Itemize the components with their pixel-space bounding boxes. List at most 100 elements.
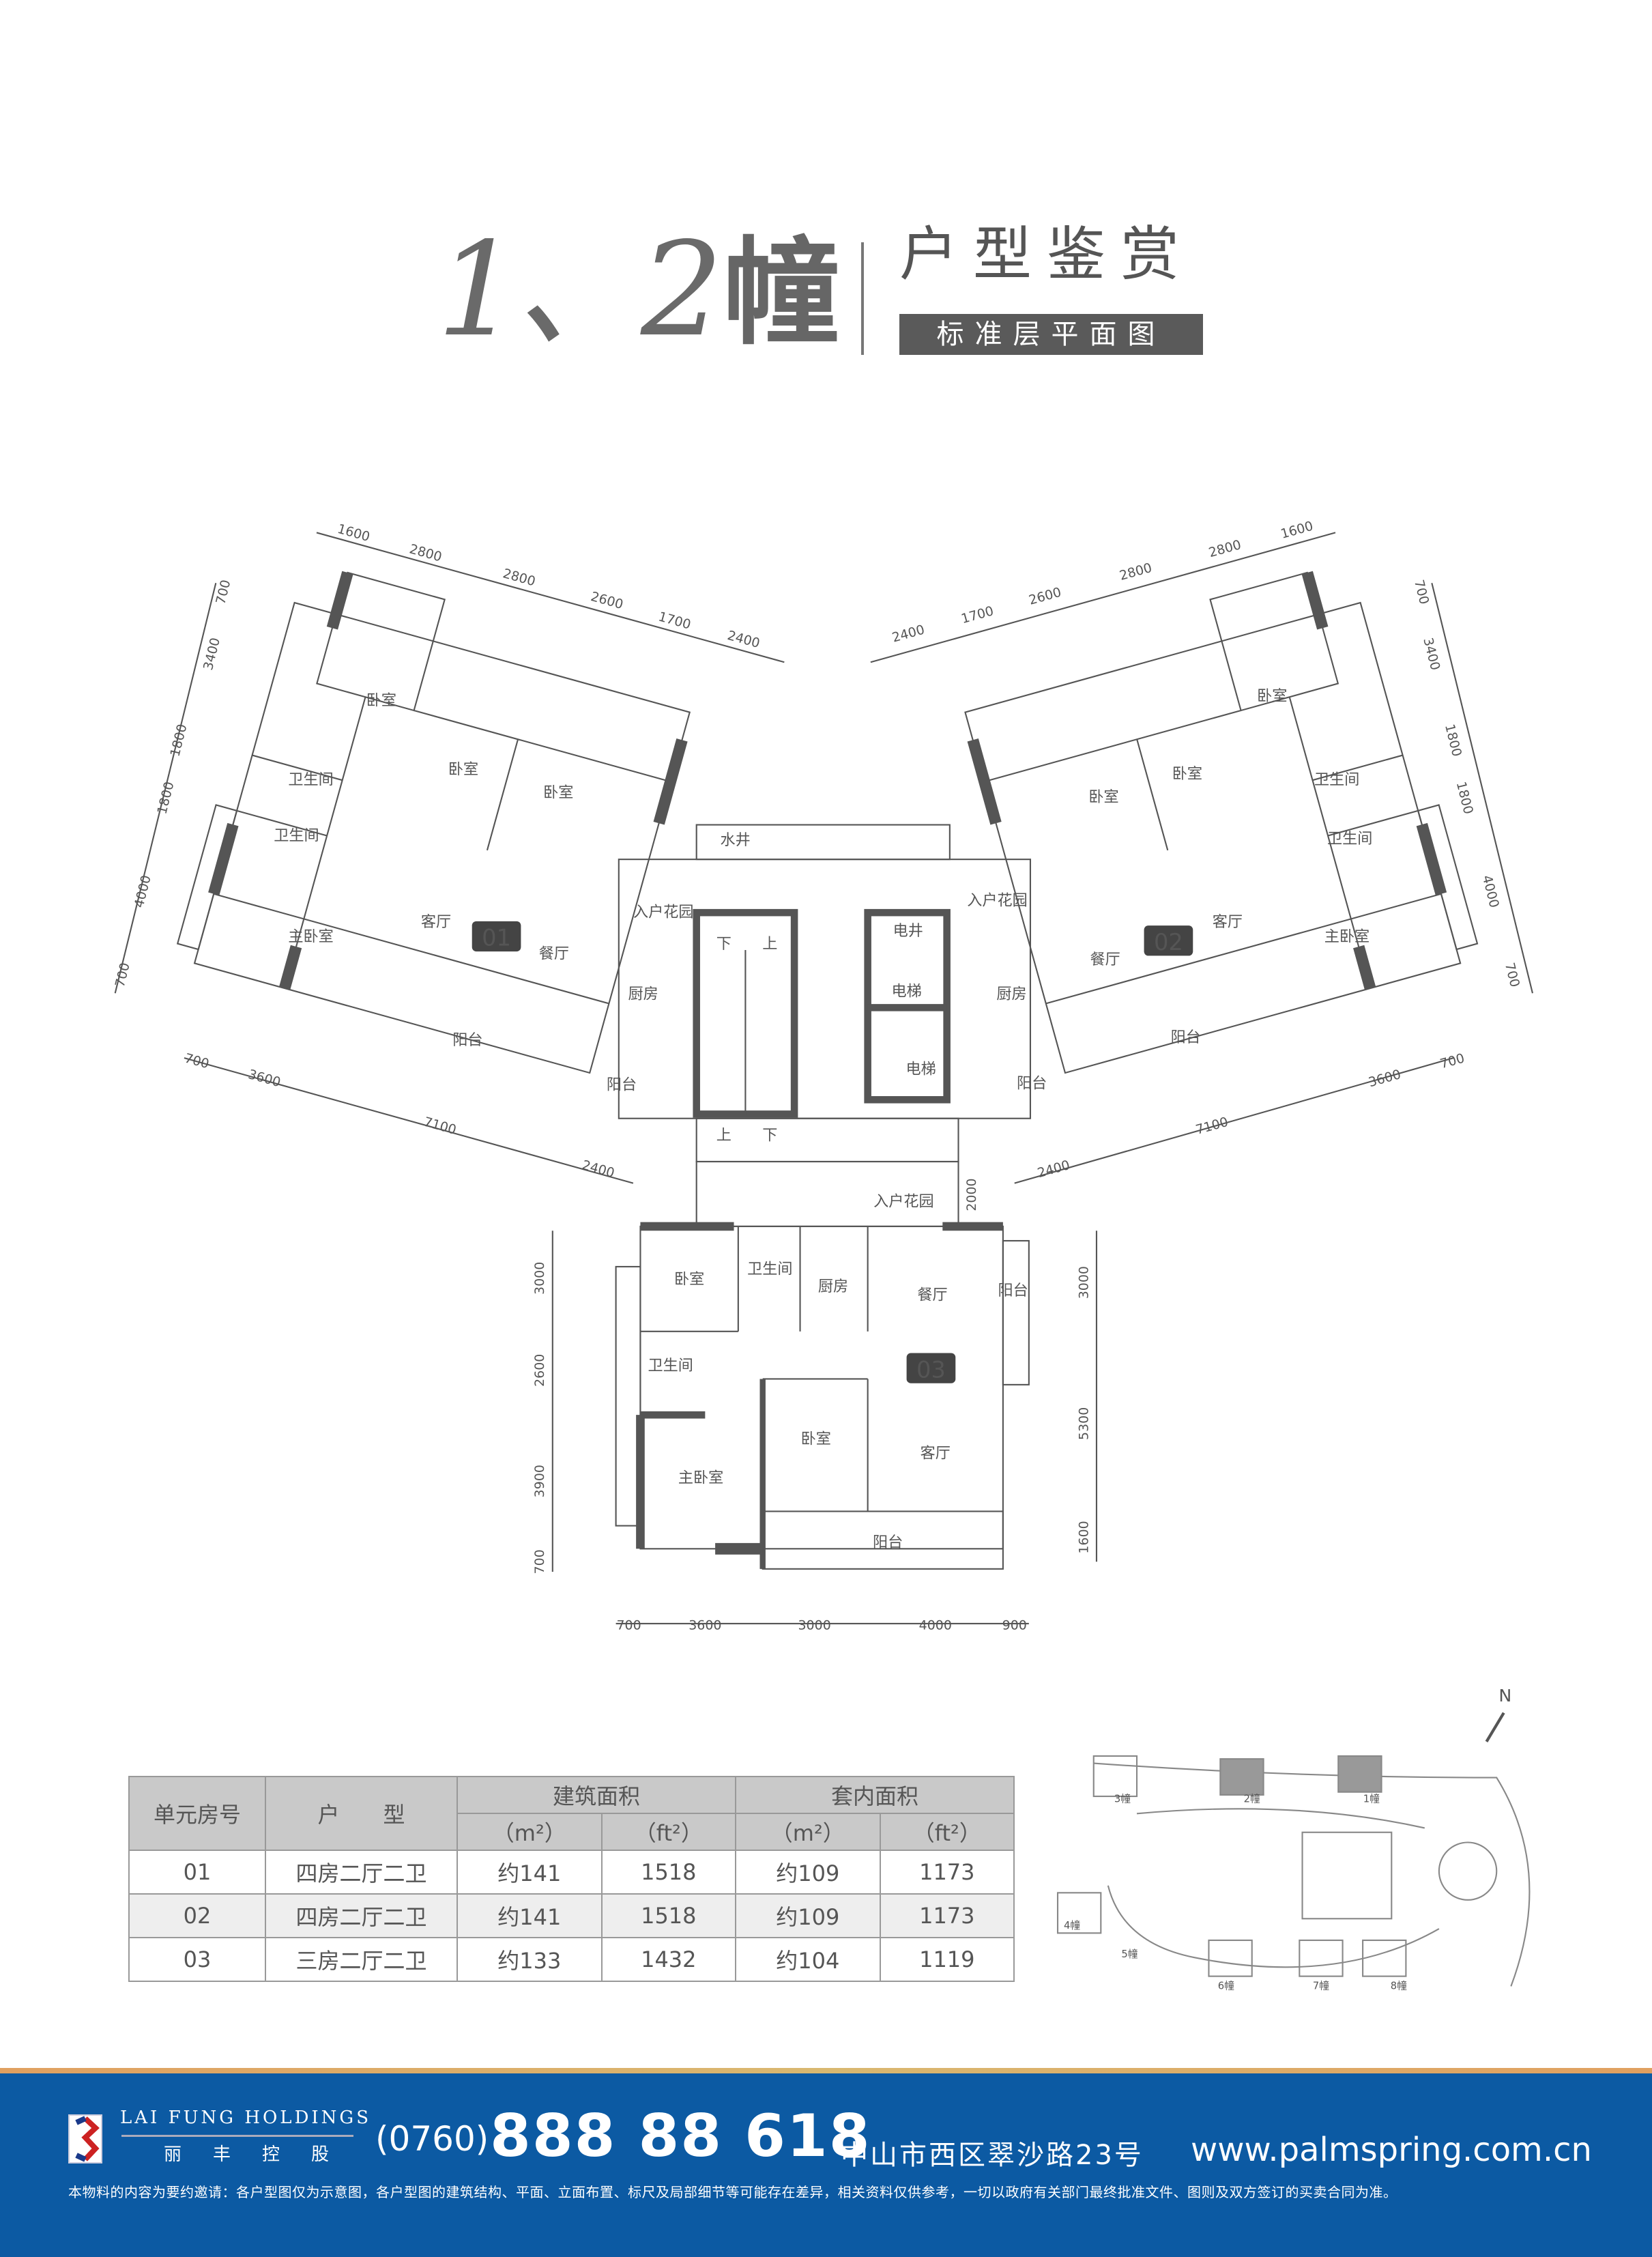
site-building-label: 3幢 bbox=[1114, 1792, 1131, 1805]
room-label: 厨房 bbox=[996, 986, 1026, 1003]
address: 中山市西区翠沙路23号 bbox=[841, 2140, 1144, 2171]
dimension-label: 3000 bbox=[1076, 1266, 1091, 1299]
room-label: 客厅 bbox=[1213, 913, 1243, 931]
room-label: 卫生间 bbox=[648, 1357, 693, 1375]
unit-badge-01-bg bbox=[472, 921, 521, 952]
cell-unit: 01 bbox=[128, 1850, 266, 1895]
cell-net_ft2: 1173 bbox=[879, 1893, 1015, 1938]
company-name-en: LAI FUNG HOLDINGS bbox=[120, 2108, 372, 2128]
company-name-cn: 丽丰控股 bbox=[164, 2144, 361, 2165]
unit-badge-03: 03 bbox=[916, 1356, 946, 1383]
dimension-label: 700 bbox=[1502, 961, 1522, 988]
unit-badge-02-bg bbox=[1144, 925, 1193, 956]
room-label: 卧室 bbox=[1172, 765, 1202, 783]
core-label: 电梯 bbox=[891, 982, 921, 1000]
dimension-label: 2800 bbox=[1118, 560, 1153, 584]
dimension-label: 4000 bbox=[132, 874, 154, 909]
dimension-label: 900 bbox=[1002, 1618, 1027, 1633]
room-label: 卫生间 bbox=[288, 771, 333, 788]
dimension-label: 1800 bbox=[155, 780, 177, 816]
room-label: 客厅 bbox=[421, 913, 451, 931]
cell-gross_ft2: 1518 bbox=[600, 1850, 736, 1895]
core-label: 下 bbox=[762, 1126, 777, 1144]
dimension-label: 3900 bbox=[532, 1465, 547, 1497]
dimension-label: 3000 bbox=[532, 1262, 547, 1295]
dimension-label: 2600 bbox=[1027, 585, 1062, 608]
phone-number: 888 88 618 bbox=[490, 2102, 871, 2170]
dimension-label: 700 bbox=[183, 1050, 211, 1072]
website-link[interactable]: www.palmspring.com.cn bbox=[1191, 2131, 1592, 2169]
dimension-label: 700 bbox=[213, 578, 233, 605]
dimension-label: 7100 bbox=[1194, 1115, 1230, 1138]
room-label: 入户花园 bbox=[967, 892, 1028, 910]
phone-area-code: (0760) bbox=[375, 2119, 489, 2159]
cell-type: 四房二厅二卫 bbox=[265, 1893, 458, 1938]
dimension-label: 1800 bbox=[167, 723, 190, 758]
room-label: 卧室 bbox=[1088, 788, 1118, 806]
room-label: 卫生间 bbox=[274, 827, 319, 845]
cell-gross_m2: 约141 bbox=[457, 1893, 603, 1938]
core-walls bbox=[618, 824, 1032, 1227]
room-label: 卧室 bbox=[366, 691, 396, 709]
dimension-label: 3000 bbox=[798, 1618, 830, 1633]
room-label: 餐厅 bbox=[1090, 951, 1120, 968]
room-label: 入户花园 bbox=[873, 1192, 934, 1210]
title-divider bbox=[861, 242, 864, 355]
dimension-label: 3600 bbox=[1367, 1067, 1402, 1090]
dimension-label: 3400 bbox=[201, 636, 223, 672]
footer bbox=[0, 2068, 1652, 2257]
dimension-label: 700 bbox=[532, 1549, 547, 1574]
cell-unit: 02 bbox=[128, 1893, 266, 1938]
col-net-m2: （m²） bbox=[734, 1813, 881, 1851]
dimension-label: 1600 bbox=[336, 521, 371, 545]
dimension-label: 2800 bbox=[1207, 537, 1243, 560]
room-label: 客厅 bbox=[921, 1444, 951, 1462]
dimension-label: 1800 bbox=[1453, 780, 1476, 816]
room-label: 卧室 bbox=[801, 1430, 831, 1448]
dimension-label: 3400 bbox=[1420, 636, 1443, 672]
room-label: 卫生间 bbox=[1327, 830, 1372, 848]
dimension-label: 2400 bbox=[890, 622, 926, 646]
col-type: 户 型 bbox=[265, 1776, 458, 1851]
unit-badge-02: 02 bbox=[1154, 929, 1183, 955]
dimension-label: 5300 bbox=[1076, 1407, 1091, 1440]
lai-fung-logo bbox=[68, 2114, 102, 2163]
cell-gross_m2: 约141 bbox=[457, 1850, 603, 1895]
dimension-label: 2600 bbox=[589, 589, 624, 612]
dimension-label: 7100 bbox=[422, 1115, 458, 1138]
room-label: 入户花园 bbox=[633, 903, 694, 921]
dimension-label: 1600 bbox=[1076, 1521, 1091, 1553]
dimension-label: 3600 bbox=[689, 1618, 721, 1633]
logo-divider bbox=[121, 2135, 353, 2137]
dimension-label: 2400 bbox=[581, 1158, 616, 1181]
page-subtitle: 户型鉴赏 bbox=[899, 220, 1194, 289]
disclaimer: 本物料的内容为要约邀请：各户型图仅为示意图，各户型图的建筑结构、平面、立面布置、… bbox=[68, 2184, 1397, 2200]
core-label: 下 bbox=[716, 935, 731, 953]
cell-gross_ft2: 1518 bbox=[600, 1893, 736, 1938]
dimension-label: 700 bbox=[113, 961, 133, 988]
dimension-label: 1600 bbox=[1279, 519, 1314, 542]
north-label: N bbox=[1498, 1686, 1511, 1706]
room-label: 厨房 bbox=[818, 1278, 848, 1295]
site-plan bbox=[1056, 1755, 1531, 1987]
room-label: 主卧室 bbox=[1324, 928, 1370, 945]
room-label: 阳台 bbox=[607, 1076, 637, 1094]
site-building-label: 5幢 bbox=[1121, 1948, 1137, 1960]
unit-03-walls bbox=[615, 1222, 1030, 1570]
room-label: 主卧室 bbox=[678, 1469, 723, 1486]
cell-type: 四房二厅二卫 bbox=[265, 1850, 458, 1895]
dimension-label: 700 bbox=[1438, 1050, 1466, 1072]
dimension-label: 2000 bbox=[964, 1178, 979, 1211]
building-number: 1、2 bbox=[437, 214, 723, 365]
site-building-label: 7幢 bbox=[1313, 1980, 1329, 1992]
unit-badge-03-bg bbox=[906, 1353, 956, 1383]
dimension-label: 700 bbox=[616, 1618, 641, 1633]
cell-net_ft2: 1119 bbox=[879, 1937, 1015, 1982]
gold-divider bbox=[0, 2068, 1652, 2073]
cell-unit: 03 bbox=[128, 1937, 266, 1982]
col-net: 套内面积 bbox=[734, 1776, 1015, 1814]
